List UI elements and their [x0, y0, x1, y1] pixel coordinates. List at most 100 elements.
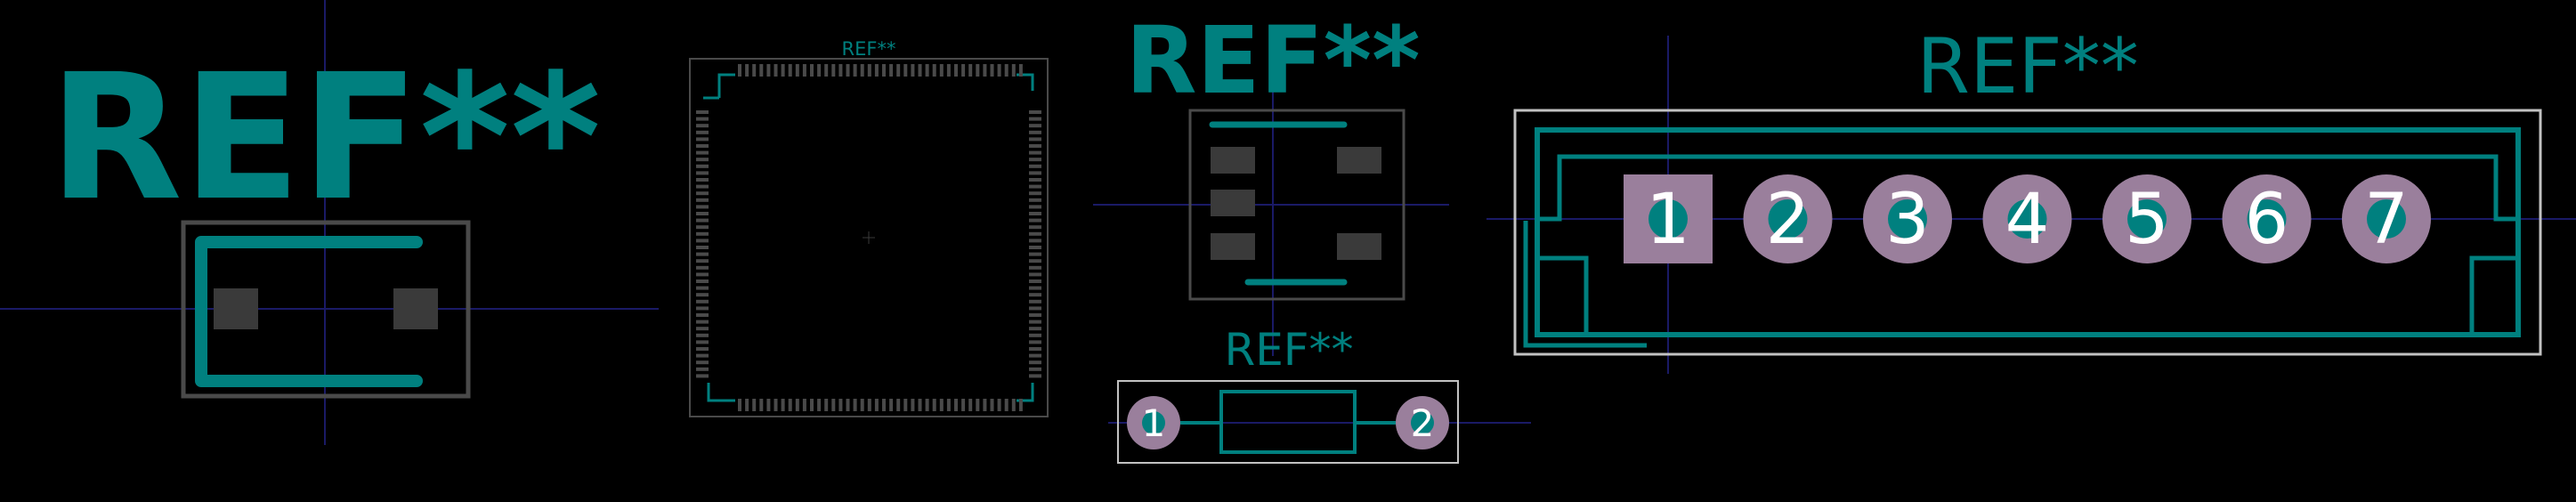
tht-pad[interactable]: 6 [2222, 174, 2312, 263]
tht-pad[interactable]: 1 [1624, 174, 1713, 263]
qfp-pin [696, 259, 709, 263]
qfp-pin [946, 399, 951, 411]
qfp-pin [990, 399, 994, 411]
qfp-pin [696, 144, 709, 148]
smd-pad[interactable] [214, 288, 258, 329]
qfp-pin [696, 360, 709, 365]
tht-pad[interactable]: 2 [1396, 396, 1449, 449]
qfp-pin [903, 399, 908, 411]
qfp-pin [745, 64, 749, 77]
reference-label: REF** [49, 36, 602, 239]
qfp-pin [939, 399, 944, 411]
qfp-pin [882, 399, 886, 411]
pad-drill [1142, 411, 1165, 434]
qfp-pin [696, 246, 709, 249]
qfp-pin [1029, 184, 1041, 189]
qfp-pin [696, 117, 709, 121]
qfp-pin [696, 178, 709, 182]
qfp-pin [1029, 360, 1041, 365]
qfp-pin [802, 399, 806, 411]
smd-pad[interactable] [393, 288, 438, 329]
qfp-pin [976, 64, 980, 77]
pad-drill [2367, 199, 2406, 239]
pad-drill [2247, 199, 2287, 239]
smd-pad[interactable] [1211, 233, 1255, 260]
qfp-pin [696, 265, 709, 270]
qfp-pin [925, 64, 929, 77]
qfp-pin [766, 399, 771, 411]
qfp-pin [1029, 374, 1041, 378]
qfp-pin [810, 399, 814, 411]
qfp-pin [752, 64, 757, 77]
qfp-pin [831, 64, 836, 77]
qfp-pin [696, 367, 709, 371]
smd-pad[interactable] [1211, 190, 1255, 216]
qfp-pin [1018, 399, 1023, 411]
footprint-axial-resistor[interactable]: REF** 1 2 [1108, 324, 1531, 464]
qfp-pin [1029, 110, 1041, 114]
qfp-pin [738, 64, 741, 77]
qfp-pin [1029, 353, 1041, 358]
courtyard-outline [181, 220, 471, 399]
qfp-pin [696, 320, 709, 324]
tht-pad[interactable]: 2 [1743, 174, 1833, 263]
qfp-pin [1029, 265, 1041, 270]
qfp-pin [752, 399, 757, 411]
qfp-pin [1029, 205, 1041, 209]
qfp-pin [838, 399, 843, 411]
qfp-pin [911, 64, 915, 77]
pad-number: 7 [2364, 180, 2409, 260]
qfp-pin [696, 279, 709, 283]
courtyard-outline [1188, 109, 1405, 301]
qfp-pin [983, 399, 987, 411]
tht-pad[interactable]: 3 [1863, 174, 1952, 263]
qfp-pin [1029, 218, 1041, 223]
smd-pad[interactable] [1211, 147, 1255, 174]
silkscreen-corner [1540, 255, 2518, 335]
qfp-pin [896, 399, 901, 411]
qfp-pin [781, 64, 785, 77]
qfp-pin [696, 306, 709, 311]
qfp-pin [1029, 259, 1041, 263]
qfp-pin [696, 272, 709, 277]
qfp-pin [838, 64, 843, 77]
qfp-pin [889, 64, 894, 77]
courtyard-outline [1117, 380, 1459, 464]
silkscreen-corners [707, 73, 1034, 402]
qfp-pin [1029, 212, 1041, 215]
qfp-pin [1029, 347, 1041, 351]
smd-pad[interactable] [1337, 147, 1381, 174]
footprint-qfp-package[interactable]: REF** [689, 38, 1049, 417]
qfp-pin [1029, 225, 1041, 230]
qfp-pin [696, 299, 709, 304]
qfp-pin [961, 64, 966, 77]
footprint-sot-6-package[interactable]: REF** [1093, 6, 1449, 356]
qfp-pin [918, 399, 922, 411]
courtyard-outline [689, 58, 1049, 417]
qfp-pin [968, 64, 973, 77]
pad-number: 5 [2125, 180, 2169, 260]
tht-pad[interactable]: 5 [2102, 174, 2191, 263]
qfp-pin [824, 399, 829, 411]
pad-number: 3 [1885, 180, 1930, 260]
qfp-pin [759, 64, 764, 77]
tht-pad[interactable]: 4 [1982, 174, 2072, 263]
qfp-pin [1004, 399, 1009, 411]
smd-pad[interactable] [1337, 233, 1381, 260]
qfp-pin [738, 399, 741, 411]
qfp-pin [759, 399, 764, 411]
pad-number: 6 [2245, 180, 2289, 260]
qfp-pin [882, 64, 886, 77]
qfp-pin [696, 164, 709, 168]
footprint-diode-smd[interactable]: REF** [0, 0, 659, 445]
qfp-pin [696, 110, 709, 114]
qfp-pin [867, 64, 871, 77]
pad-drill [1648, 199, 1688, 239]
qfp-pin [911, 399, 915, 411]
qfp-pin [990, 64, 994, 77]
tht-pad[interactable]: 7 [2342, 174, 2431, 263]
qfp-pin [831, 399, 836, 411]
tht-pad[interactable]: 1 [1127, 396, 1180, 449]
